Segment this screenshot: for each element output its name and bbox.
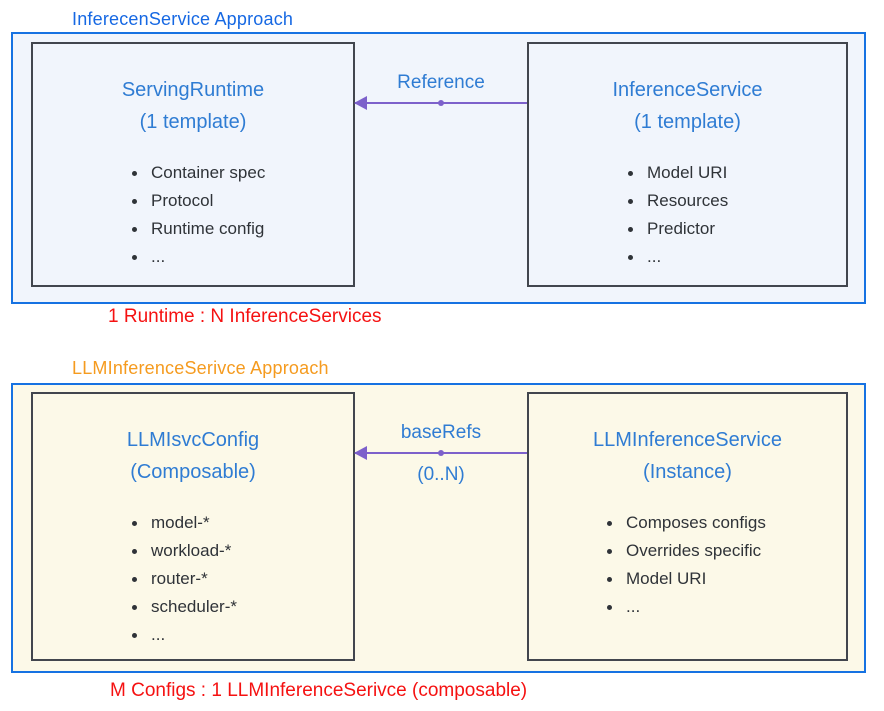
list-item: ... bbox=[132, 621, 353, 649]
list-item: Model URI bbox=[628, 159, 846, 187]
section2-outer-box: LLMIsvcConfig (Composable) model-*worklo… bbox=[11, 383, 866, 673]
reference-arrow: Reference bbox=[354, 71, 527, 110]
arrowhead-left-icon bbox=[354, 446, 367, 460]
list-item: ... bbox=[607, 593, 846, 621]
box-title-line2: (1 template) bbox=[139, 111, 247, 133]
list-item: Protocol bbox=[132, 187, 353, 215]
list-item: workload-* bbox=[132, 537, 353, 565]
llmisvcconfig-items: model-*workload-*router-*scheduler-*... bbox=[33, 509, 353, 649]
list-item: Predictor bbox=[628, 215, 846, 243]
list-item: Overrides specific bbox=[607, 537, 846, 565]
list-item: Container spec bbox=[132, 159, 353, 187]
box-title-line2: (1 template) bbox=[634, 111, 741, 133]
arrow-midpoint-dot-icon bbox=[438, 450, 444, 456]
box-title-line1: LLMIsvcConfig bbox=[126, 429, 260, 451]
box-title-line1: ServingRuntime bbox=[121, 79, 265, 101]
box-title-line1: InferenceService bbox=[612, 79, 763, 101]
list-item: Resources bbox=[628, 187, 846, 215]
list-item: model-* bbox=[132, 509, 353, 537]
arrow-midpoint-dot-icon bbox=[438, 100, 444, 106]
serving-runtime-title: ServingRuntime (1 template) bbox=[33, 74, 353, 138]
section2-caption: M Configs : 1 LLMInferenceSerivce (compo… bbox=[110, 680, 528, 701]
list-item: Model URI bbox=[607, 565, 846, 593]
baserefs-arrow: baseRefs (0..N) bbox=[354, 421, 527, 487]
box-title-line2: (Composable) bbox=[130, 461, 256, 483]
box-title-line2: (Instance) bbox=[643, 461, 732, 483]
list-item: router-* bbox=[132, 565, 353, 593]
llm-inference-service-title: LLMInferenceService (Instance) bbox=[529, 424, 846, 488]
baserefs-arrow-label: baseRefs bbox=[400, 422, 482, 443]
reference-arrow-line bbox=[354, 96, 527, 110]
llmisvcconfig-title: LLMIsvcConfig (Composable) bbox=[33, 424, 353, 488]
list-item: Runtime config bbox=[132, 215, 353, 243]
section1-caption: 1 Runtime : N InferenceServices bbox=[108, 306, 382, 327]
list-item: Composes configs bbox=[607, 509, 846, 537]
list-item: scheduler-* bbox=[132, 593, 353, 621]
list-item: ... bbox=[628, 243, 846, 271]
box-title-line1: LLMInferenceService bbox=[593, 429, 782, 451]
section2-title: LLMInferenceSerivce Approach bbox=[72, 358, 329, 378]
baserefs-arrow-line bbox=[354, 446, 527, 460]
llm-inference-service-box: LLMInferenceService (Instance) Composes … bbox=[527, 392, 848, 661]
serving-runtime-box: ServingRuntime (1 template) Container sp… bbox=[31, 42, 355, 287]
inference-service-title: InferenceService (1 template) bbox=[529, 74, 846, 138]
arrowhead-left-icon bbox=[354, 96, 367, 110]
reference-arrow-label: Reference bbox=[397, 72, 485, 93]
baserefs-cardinality-label: (0..N) bbox=[417, 464, 465, 485]
list-item: ... bbox=[132, 243, 353, 271]
section1-title: InferecenService Approach bbox=[72, 9, 294, 29]
llmisvcconfig-box: LLMIsvcConfig (Composable) model-*worklo… bbox=[31, 392, 355, 661]
section1-outer-box: ServingRuntime (1 template) Container sp… bbox=[11, 32, 866, 304]
